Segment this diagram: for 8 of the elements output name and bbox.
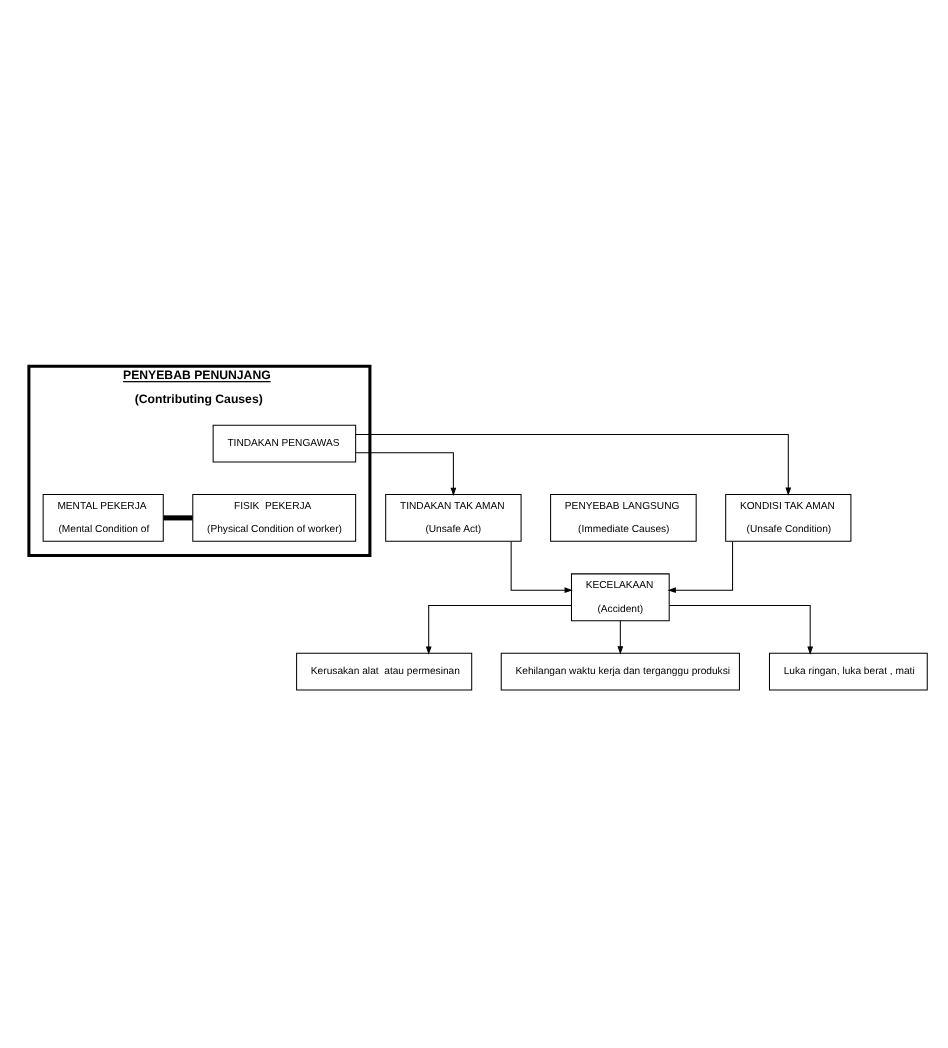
arrow	[667, 541, 734, 594]
arrow	[355, 452, 457, 496]
connector	[163, 515, 193, 521]
arrow	[668, 604, 814, 655]
arrow	[510, 541, 573, 594]
arrow	[617, 620, 624, 655]
arrow	[355, 433, 792, 496]
arrow	[425, 604, 572, 655]
